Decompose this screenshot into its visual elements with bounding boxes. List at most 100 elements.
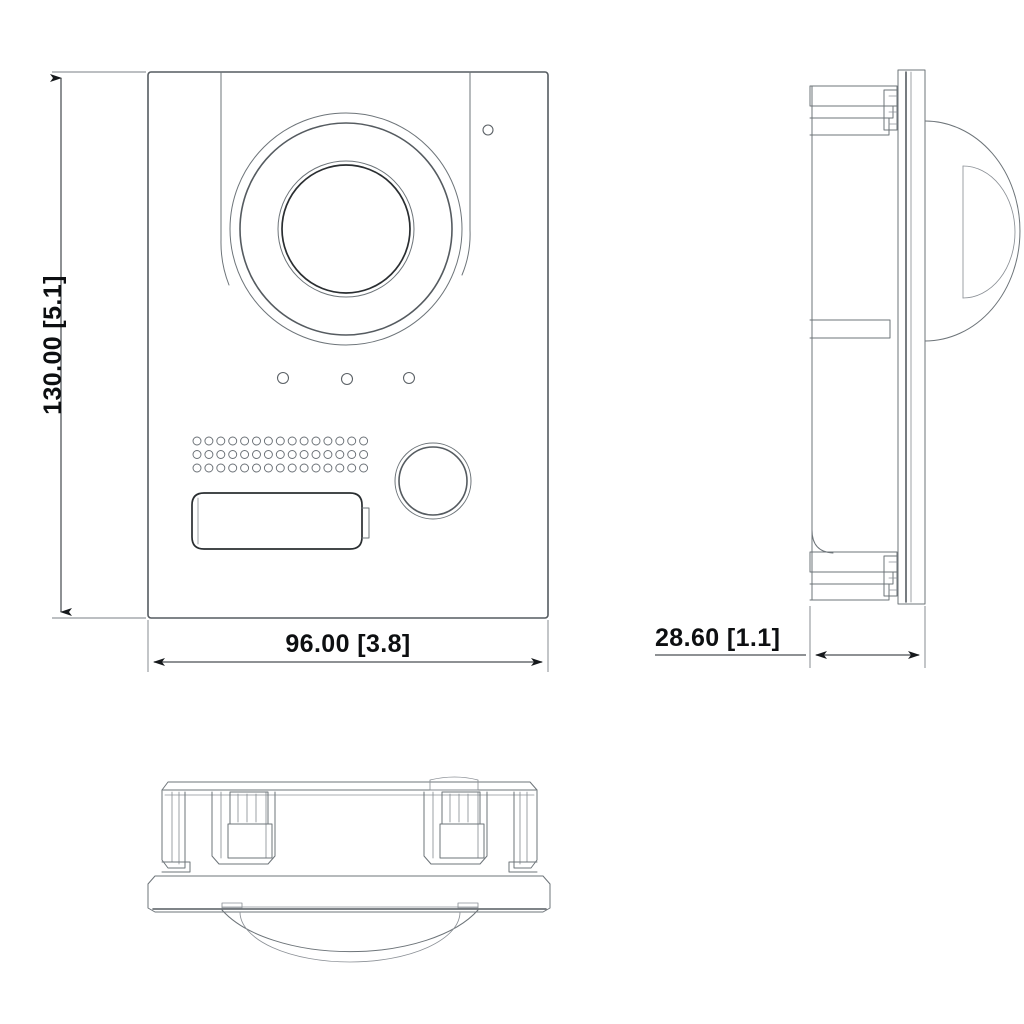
speaker-grille-hole	[359, 450, 369, 459]
indicator-holes	[276, 371, 416, 386]
speaker-grille-hole	[228, 450, 238, 459]
mounting-clip-right	[423, 776, 488, 865]
bracket-top-clip-ribs	[888, 95, 898, 125]
front-panel-outline	[147, 71, 549, 619]
clip-right-boss	[429, 776, 479, 791]
speaker-grille-hole	[347, 450, 357, 459]
speaker-grille-hole	[275, 450, 285, 459]
base-plate-outline	[147, 875, 551, 913]
call-button-outer-ring	[394, 442, 472, 520]
call-button	[394, 442, 472, 520]
clip-left-base	[227, 823, 273, 859]
bottom-wall-left-foot	[161, 861, 191, 873]
speaker-grille-hole	[287, 450, 297, 459]
camera-dome-ring	[277, 160, 415, 298]
bracket-bottom-inner	[809, 583, 890, 601]
speaker-grille-hole	[311, 450, 321, 459]
speaker-grille-hole	[263, 463, 273, 473]
bracket-bottom-clip	[883, 555, 898, 597]
call-button-inner-ring	[398, 446, 468, 516]
nameplate-outline	[191, 492, 363, 550]
bottom-wall-right-ribs	[519, 791, 528, 865]
speaker-grille-hole	[347, 436, 357, 446]
speaker-grille-hole	[275, 436, 285, 446]
speaker-grille-hole	[299, 450, 309, 459]
speaker-grille-hole	[252, 436, 261, 446]
bottom-view	[147, 776, 551, 963]
clip-right-ribs	[432, 791, 479, 859]
indicator-hole-3	[402, 371, 416, 385]
depth-dimension-label: 28.60 [1.1]	[655, 624, 780, 652]
bottom-dome-outer-arc	[221, 909, 479, 953]
speaker-grille-hole	[240, 450, 250, 459]
height-dimension-label: 130.00 [5.1]	[39, 275, 67, 415]
speaker-grille-hole	[204, 463, 214, 473]
clip-left-window	[229, 791, 269, 825]
speaker-grille-hole	[335, 450, 345, 459]
camera-dome-profile	[924, 120, 1021, 342]
bottom-dome-inner-arc	[239, 911, 461, 963]
camera-bezel-right-seam	[461, 229, 471, 276]
bottom-wall-left-outer	[161, 789, 186, 869]
speaker-grille-hole	[335, 463, 345, 473]
speaker-grille-hole	[311, 463, 321, 473]
bottom-shell-top	[161, 781, 538, 791]
speaker-grille-hole	[323, 436, 333, 446]
bracket-top-inner	[809, 117, 890, 136]
clip-left-body	[211, 791, 276, 865]
clip-right-base	[439, 823, 485, 859]
clip-right-body	[423, 791, 488, 865]
speaker-grille-hole	[299, 436, 309, 446]
speaker-grille	[192, 436, 369, 473]
mounting-bracket-bottom	[809, 529, 898, 601]
side-view-dimensions: 28.60 [1.1]	[655, 606, 926, 668]
speaker-grille-hole	[359, 463, 369, 473]
bracket-bottom-fillet	[811, 529, 834, 554]
indicator-hole-1	[276, 371, 290, 385]
mounting-bracket-top	[809, 85, 898, 136]
speaker-grille-hole	[263, 450, 273, 459]
camera-bezel-outer	[229, 112, 463, 346]
nameplate-notch	[361, 507, 370, 539]
speaker-grille-hole	[216, 450, 226, 459]
speaker-grille-hole	[335, 436, 345, 446]
dome-outer-arc	[924, 120, 1021, 342]
width-dimension-label: 96.00 [3.8]	[285, 630, 410, 658]
bottom-base-plate	[147, 875, 551, 913]
speaker-grille-hole	[347, 463, 357, 473]
bottom-dome-left-tab	[221, 902, 243, 909]
speaker-grille-hole	[192, 436, 202, 446]
faceplate-outline	[897, 69, 926, 605]
speaker-grille-hole	[228, 463, 238, 473]
bracket-bottom-mid	[811, 571, 894, 585]
speaker-grille-hole	[252, 450, 261, 459]
speaker-grille-hole	[192, 450, 202, 459]
speaker-grille-hole	[287, 463, 297, 473]
speaker-grille-hole	[216, 463, 226, 473]
camera-lens	[281, 164, 411, 294]
speaker-grille-hole	[204, 450, 214, 459]
bracket-top-clip	[883, 89, 898, 131]
speaker-grille-hole	[216, 436, 226, 446]
camera-bezel-inner	[239, 122, 453, 336]
mounting-clip-left	[211, 791, 276, 865]
bottom-dome-profile	[221, 902, 479, 963]
bracket-bottom-clip-ribs	[888, 561, 898, 591]
speaker-grille-hole	[287, 436, 297, 446]
dome-inner-arc	[962, 165, 1016, 299]
side-faceplate	[897, 69, 926, 605]
camera-bezel-left-seam	[220, 239, 230, 286]
microphone-hole	[482, 124, 494, 136]
front-view-dimensions: 130.00 [5.1] 96.00 [3.8]	[39, 71, 549, 672]
bottom-dome-right-tab	[457, 902, 479, 909]
speaker-grille-hole	[192, 463, 202, 473]
speaker-grille-hole	[275, 463, 285, 473]
side-view	[809, 69, 1021, 605]
speaker-grille-hole	[240, 463, 250, 473]
speaker-grille-hole	[240, 436, 250, 446]
speaker-grille-hole	[323, 463, 333, 473]
nameplate	[191, 492, 370, 550]
clip-right-window-bars	[449, 793, 469, 823]
